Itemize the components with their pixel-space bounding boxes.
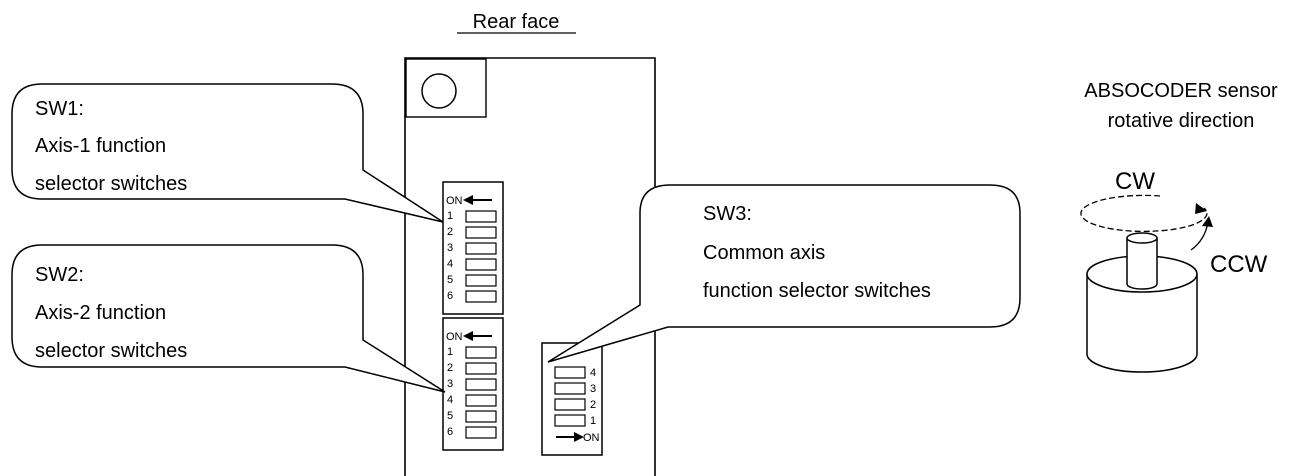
sw3-toggle-1 <box>554 414 586 427</box>
panel-corner-box <box>405 58 487 118</box>
sw1-pos-1-label: 1 <box>447 210 453 222</box>
sw3-callout-title: SW3: <box>703 203 752 225</box>
sw2-toggle-4 <box>465 394 497 407</box>
sw1-toggle-3 <box>465 242 497 255</box>
sw2-callout-bubble <box>11 244 446 393</box>
sw1-callout-bubble <box>11 83 444 223</box>
sensor-body-outline <box>1086 274 1198 373</box>
sw1-frame <box>442 181 504 315</box>
sw1-switch-block: ON 1 2 3 4 5 6 <box>442 181 504 315</box>
sw1-callout-title: SW1: <box>35 98 84 120</box>
cw-rotation-arc <box>1080 194 1208 233</box>
sw2-callout-line2: Axis-2 function <box>35 302 166 324</box>
sw3-pos-1-label: 1 <box>590 415 596 427</box>
sw1-callout-line3: selector switches <box>35 173 187 195</box>
sw2-toggle-6 <box>465 426 497 439</box>
sw2-on-label: ON <box>446 331 463 343</box>
mounting-hole <box>421 73 457 109</box>
sw1-pos-6-label: 6 <box>447 290 453 302</box>
sw2-switch-block: ON 1 2 3 4 5 6 <box>442 317 504 451</box>
sw2-pos-1-label: 1 <box>447 346 453 358</box>
cw-label: CW <box>1115 168 1155 195</box>
sw3-toggle-2 <box>554 398 586 411</box>
sw1-toggle-4 <box>465 258 497 271</box>
ccw-label: CCW <box>1210 251 1268 278</box>
sw3-frame <box>541 342 603 456</box>
cw-arrow-icon <box>1195 203 1207 214</box>
sw3-toggle-3 <box>554 382 586 395</box>
absocoder-sensor-icon <box>1080 194 1213 373</box>
sw1-pos-2-label: 2 <box>447 226 453 238</box>
sw3-pos-3-label: 3 <box>590 383 596 395</box>
sw3-callout-bubble <box>547 184 1021 363</box>
sw2-toggle-3 <box>465 378 497 391</box>
sw1-pos-4-label: 4 <box>447 258 453 270</box>
sw1-pos-5-label: 5 <box>447 274 453 286</box>
sw2-toggle-1 <box>465 346 497 359</box>
sw2-toggle-2 <box>465 362 497 375</box>
sw3-callout-line2: Common axis <box>703 242 825 264</box>
sw3-on-label: ON <box>583 432 600 444</box>
sw3-callout-line3: function selector switches <box>703 280 931 302</box>
sw2-pos-6-label: 6 <box>447 426 453 438</box>
sw2-pos-4-label: 4 <box>447 394 453 406</box>
sw2-toggle-5 <box>465 410 497 423</box>
sw3-toggle-4 <box>554 366 586 379</box>
ccw-arrow-icon <box>1202 216 1213 227</box>
sw3-switch-block: 4 3 2 1 ON <box>541 342 603 456</box>
sensor-caption-line2: rotative direction <box>1108 110 1255 132</box>
sw2-callout-title: SW2: <box>35 264 84 286</box>
sw1-toggle-2 <box>465 226 497 239</box>
sw1-toggle-6 <box>465 290 497 303</box>
sw2-pos-5-label: 5 <box>447 410 453 422</box>
sensor-shaft-outline <box>1126 238 1158 290</box>
sensor-caption-line1: ABSOCODER sensor <box>1084 80 1278 102</box>
sw2-callout-line3: selector switches <box>35 340 187 362</box>
sw1-toggle-1 <box>465 210 497 223</box>
sw1-callout-line2: Axis-1 function <box>35 135 166 157</box>
sw1-toggle-5 <box>465 274 497 287</box>
diagram-title: Rear face <box>473 11 560 33</box>
sw2-pos-2-label: 2 <box>447 362 453 374</box>
sw3-pos-4-label: 4 <box>590 367 596 379</box>
sw3-pos-2-label: 2 <box>590 399 596 411</box>
sw1-on-label: ON <box>446 195 463 207</box>
sensor-shaft-top <box>1126 232 1158 244</box>
sw2-frame <box>442 317 504 451</box>
sw1-pos-3-label: 3 <box>447 242 453 254</box>
sw2-pos-3-label: 3 <box>447 378 453 390</box>
